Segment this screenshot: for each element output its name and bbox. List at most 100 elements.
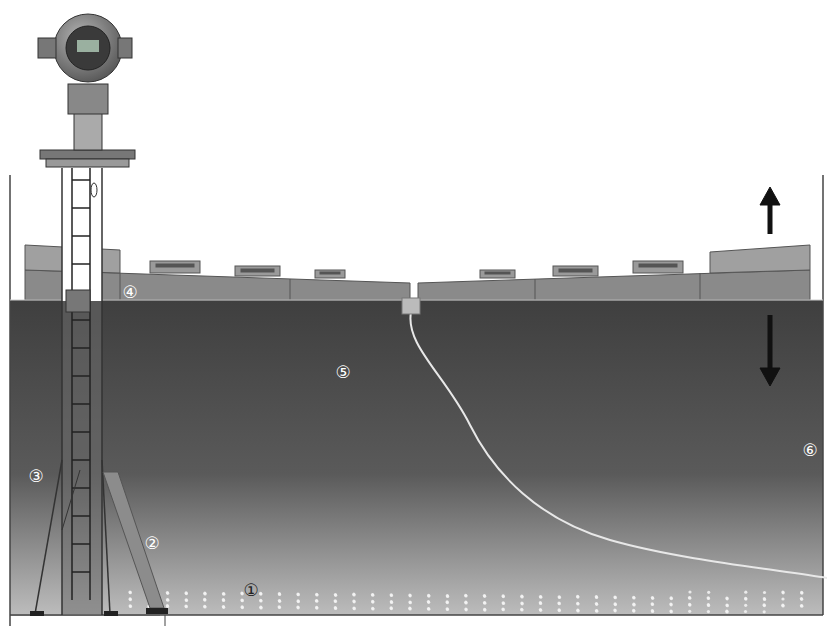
- sediment-dot: [278, 606, 281, 609]
- sediment-dot: [595, 609, 598, 612]
- sediment-dot: [427, 600, 430, 603]
- sediment-dot: [763, 597, 766, 600]
- sediment-dot: [185, 598, 188, 601]
- sediment-dot: [651, 596, 654, 599]
- sediment-dot: [352, 600, 355, 603]
- sediment-dot: [203, 605, 206, 608]
- sediment-dot: [129, 598, 132, 601]
- sediment-dot: [408, 600, 411, 603]
- pipe-rung: [72, 543, 90, 545]
- sediment-dot: [577, 609, 580, 612]
- sediment-dot: [241, 599, 244, 602]
- callout-number: ④: [122, 284, 137, 301]
- sediment-dot: [744, 604, 747, 607]
- sediment-dot: [203, 599, 206, 602]
- sediment-dot: [632, 603, 635, 606]
- sediment-dot: [334, 599, 337, 602]
- sediment-dot: [669, 603, 672, 606]
- sediment-dot: [297, 600, 300, 603]
- sediment-dot: [390, 593, 393, 596]
- sediment-dot: [800, 597, 803, 600]
- sediment-dot: [782, 591, 785, 594]
- sediment-dot: [502, 594, 505, 597]
- sediment-dot: [688, 604, 691, 607]
- sediment-dot: [595, 596, 598, 599]
- sediment-dot: [278, 600, 281, 603]
- sediment-dot: [520, 608, 523, 611]
- sediment-dot: [334, 606, 337, 609]
- pipe-rung: [72, 571, 90, 573]
- sediment-dot: [539, 595, 542, 598]
- sediment-dot: [633, 603, 636, 606]
- sediment-dot: [241, 592, 244, 595]
- sediment-dot: [800, 605, 803, 608]
- sediment-dot: [446, 594, 449, 597]
- sediment-dot: [483, 594, 486, 597]
- sediment-dot: [707, 596, 710, 599]
- pipe-rung: [72, 375, 90, 377]
- sediment-dot: [296, 592, 299, 595]
- sediment-dot: [203, 598, 206, 601]
- sediment-dot: [502, 595, 505, 598]
- sediment-dot: [241, 606, 244, 609]
- sediment-dot: [315, 606, 318, 609]
- pipe-rung: [72, 459, 90, 461]
- sediment-dot: [222, 592, 225, 595]
- sediment-dot: [539, 596, 542, 599]
- sediment-dot: [464, 601, 467, 604]
- sediment-dot: [464, 594, 467, 597]
- sediment-dot: [502, 608, 505, 611]
- sediment-dot: [315, 600, 318, 603]
- floating-roof: [25, 245, 810, 300]
- sediment-dot: [483, 608, 486, 611]
- sediment-dot: [557, 601, 560, 604]
- sediment-dot: [353, 600, 356, 603]
- liquid: [10, 300, 823, 616]
- sediment-dot: [614, 603, 617, 606]
- callout-number: ②: [144, 535, 159, 552]
- sediment-dot: [595, 603, 598, 606]
- sediment-dot: [595, 602, 598, 605]
- sediment-dot: [464, 608, 467, 611]
- sediment-dot: [166, 604, 169, 607]
- sediment-dot: [670, 597, 673, 600]
- sediment-dot: [185, 605, 188, 608]
- sediment-dot: [390, 594, 393, 597]
- sediment-dot: [446, 608, 449, 611]
- drain-hose: [410, 312, 827, 578]
- sediment-dot: [259, 599, 262, 602]
- sediment-dot: [539, 608, 542, 611]
- sediment-dot: [353, 607, 356, 610]
- sediment-dot: [781, 604, 784, 607]
- sediment-dot: [240, 592, 243, 595]
- sediment-dot: [222, 605, 225, 608]
- sediment-dot: [259, 606, 262, 609]
- sediment-dot: [446, 601, 449, 604]
- sediment-dot: [726, 604, 729, 607]
- sediment-dot: [203, 605, 206, 608]
- radar-transmitter: [38, 14, 135, 167]
- sediment-dot: [595, 595, 598, 598]
- sediment-dot: [465, 608, 468, 611]
- sediment: [128, 590, 803, 613]
- sediment-dot: [632, 609, 635, 612]
- sediment-dot: [446, 607, 449, 610]
- sediment-dot: [427, 601, 430, 604]
- sediment-dot: [184, 604, 187, 607]
- sediment-dot: [520, 602, 523, 605]
- sediment-dot: [483, 601, 486, 604]
- sediment-dot: [725, 610, 728, 613]
- sediment-dot: [409, 601, 412, 604]
- sediment-dot: [651, 609, 654, 612]
- sediment-dot: [241, 605, 244, 608]
- sediment-dot: [521, 595, 524, 598]
- sediment-dot: [632, 610, 635, 613]
- sediment-dot: [390, 607, 393, 610]
- pipe-rung: [72, 207, 90, 209]
- sediment-dot: [670, 610, 673, 613]
- sediment-dot: [726, 597, 729, 600]
- callout-number: ⑥: [802, 442, 817, 459]
- sediment-dot: [800, 604, 803, 607]
- sediment-dot: [726, 610, 729, 613]
- sediment-dot: [427, 607, 430, 610]
